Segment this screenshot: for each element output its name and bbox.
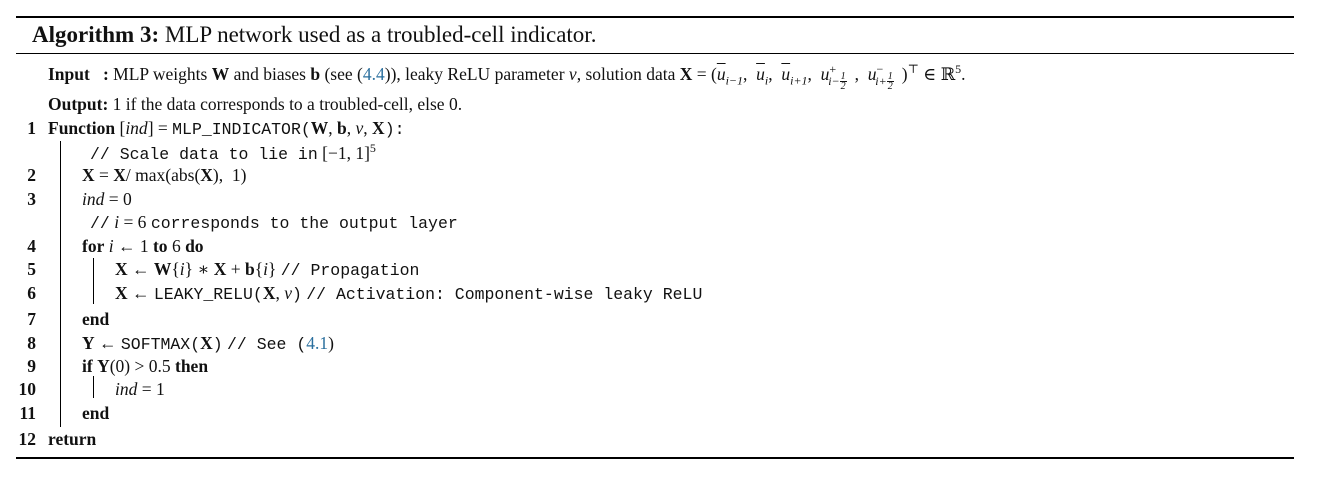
if-keyword: if (82, 356, 93, 376)
function-keyword: Function (48, 118, 116, 138)
max-expr: max(abs( (135, 165, 201, 185)
algorithm-label: Algorithm 3: (32, 22, 160, 47)
input-text: MLP weights (113, 64, 208, 84)
citation-4-1[interactable]: 4.1 (306, 333, 329, 353)
line-number: 6 (27, 283, 36, 303)
algorithm-caption: MLP network used as a troubled-cell indi… (164, 22, 597, 47)
citation-4-4[interactable]: 4.4 (362, 64, 385, 84)
input-b: b (310, 64, 321, 84)
bottom-rule (16, 457, 1294, 459)
to-keyword: to (152, 236, 168, 256)
then-keyword: then (175, 356, 209, 376)
line-number: 8 (27, 333, 36, 353)
line-number: 1 (27, 118, 36, 138)
six: 6 (171, 236, 181, 256)
input-dim: 5 (955, 62, 962, 77)
interval-exp: 5 (369, 141, 376, 156)
input-eq: = (696, 64, 707, 84)
title-rule (16, 53, 1294, 54)
output-line: Output: 1 if the data corresponds to a t… (48, 93, 462, 115)
end-keyword: end (82, 403, 110, 423)
interval: [−1, 1] (322, 143, 370, 163)
comment-scale: // Scale data to lie in [−1, 1]5 (90, 142, 376, 166)
if-line: if Y(0) > 0.5 then (82, 356, 209, 376)
output-label: Output (48, 94, 103, 114)
do-keyword: do (185, 236, 204, 256)
input-x: X (679, 64, 693, 84)
ind-var: ind (115, 379, 138, 399)
end-keyword: end (82, 309, 110, 329)
if-scope-bar (93, 376, 94, 398)
return-keyword: return (48, 429, 97, 449)
input-see-close: )), leaky ReLU parameter (384, 64, 565, 84)
return-line: return (48, 428, 96, 450)
input-in-r: ∈ ℝ (923, 64, 956, 84)
algorithm-title: Algorithm 3: MLP network used as a troub… (32, 22, 596, 48)
input-label: Input (48, 64, 90, 84)
comment-text: // Propagation (280, 261, 420, 280)
line-number: 3 (27, 189, 36, 209)
line-number: 4 (27, 236, 36, 256)
ind-init-line: ind = 0 (82, 189, 132, 209)
line-number: 9 (27, 356, 36, 376)
softmax-line: Y ← SOFTMAX(X) // See (4.1) (82, 333, 334, 354)
comment-text: // Scale data to lie in (90, 145, 318, 164)
input-solution-data: , solution data (576, 64, 676, 84)
line-number: 12 (18, 429, 37, 449)
for-keyword: for (82, 236, 105, 256)
line-number: 2 (27, 165, 36, 185)
input-line: Input : MLP weights W and biases b (see … (48, 62, 966, 93)
end-if-line: end (82, 402, 109, 424)
input-w: W (211, 64, 230, 84)
line-number: 11 (19, 403, 36, 423)
leaky-relu-fn: LEAKY_RELU (153, 285, 253, 304)
end-for-line: end (82, 308, 109, 330)
top-rule (16, 16, 1294, 18)
output-colon: : (102, 94, 109, 114)
propagation-line: X ← W{i} ∗ X + b{i} // Propagation (115, 259, 420, 280)
for-line: for i ← 1 to 6 do (82, 236, 204, 256)
ind-var: ind (82, 189, 105, 209)
line-number: 7 (27, 309, 36, 329)
function-line: Function [ind] = MLP_INDICATOR(W, b, ν, … (48, 118, 405, 139)
for-scope-bar (93, 258, 94, 304)
softmax-fn: SOFTMAX (120, 335, 191, 354)
function-name: MLP_INDICATOR (172, 120, 301, 139)
line-number: 5 (27, 259, 36, 279)
zero: 0 (123, 189, 132, 209)
input-and-biases: and biases (233, 64, 306, 84)
ind-var: ind (125, 118, 148, 138)
comment-output-layer: // i = 6 corresponds to the output layer (90, 212, 458, 233)
function-scope-bar (60, 141, 61, 427)
threshold: > 0.5 (134, 356, 171, 376)
scale-line: X = X/ max(abs(X), 1) (82, 165, 247, 185)
comment-text: corresponds to the output layer (150, 214, 458, 233)
max-one: 1) (231, 165, 247, 185)
input-colon: : (102, 64, 109, 84)
comment-text: // See ( (227, 335, 307, 354)
input-nu: ν (568, 64, 577, 84)
comment-text: // Activation: Component-wise leaky ReLU (306, 285, 703, 304)
activation-line: X ← LEAKY_RELU(X, ν) // Activation: Comp… (115, 283, 703, 304)
line-number: 10 (18, 379, 37, 399)
ind-set-line: ind = 1 (115, 379, 165, 399)
output-text: 1 if the data corresponds to a troubled-… (112, 94, 463, 114)
input-see-open: (see ( (324, 64, 363, 84)
